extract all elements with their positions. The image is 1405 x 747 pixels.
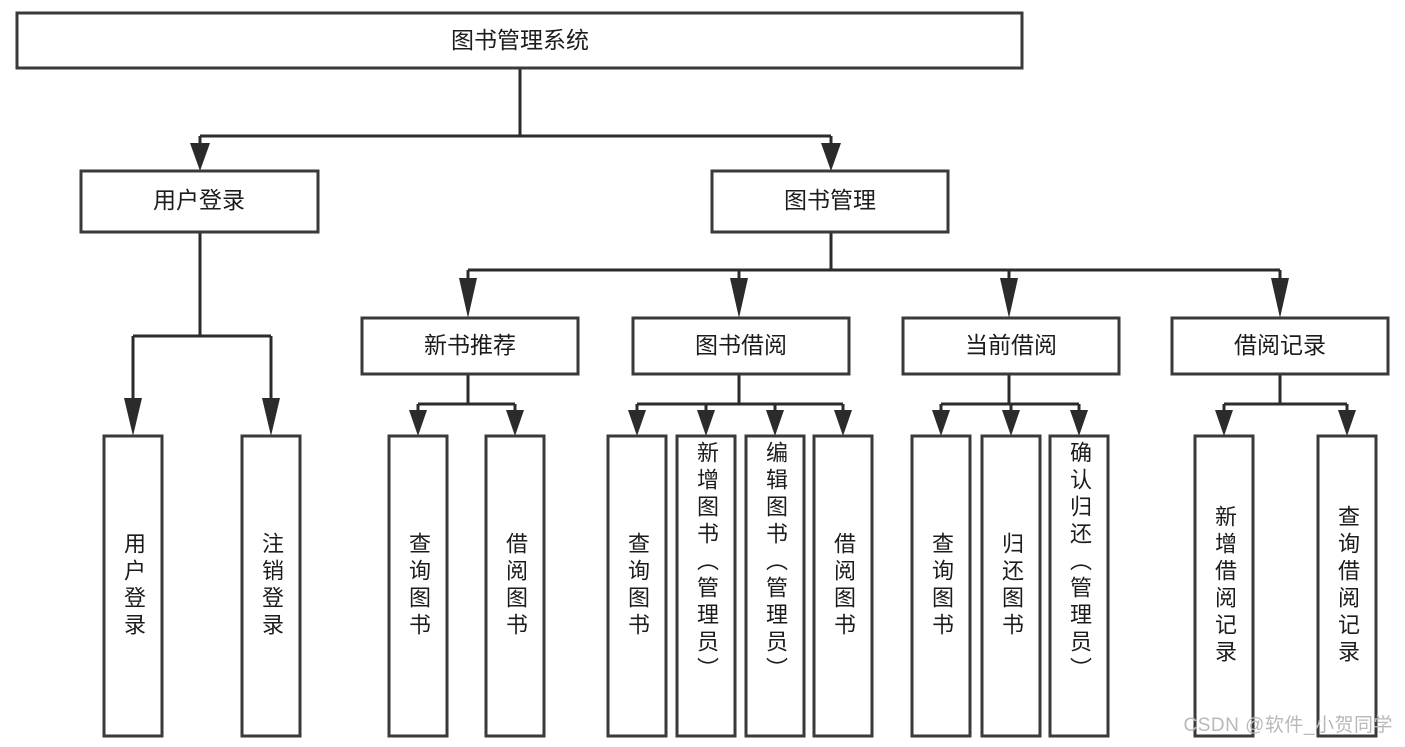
node-leaf-query-record-box[interactable] (1316, 434, 1378, 738)
node-leaf-add-record-box[interactable] (1193, 434, 1255, 738)
arrowhead-leaf-add-book (697, 410, 715, 436)
arrowhead-leaf-confirm-return (1070, 410, 1088, 436)
arrowhead-user-login (190, 143, 210, 171)
node-book-manage-box[interactable] (710, 169, 950, 234)
node-leaf-borrow-book-1-label: 借阅图书 (503, 532, 528, 640)
node-leaf-borrow-book-1-box[interactable] (484, 434, 546, 738)
arrowhead-leaf-add-record (1215, 410, 1233, 436)
node-leaf-confirm-return-box[interactable] (1048, 434, 1110, 738)
node-new-book-recommend[interactable]: 新书推荐 (360, 316, 580, 376)
node-root-box[interactable] (15, 11, 1024, 70)
node-leaf-add-record-label: 新增借阅记录 (1212, 505, 1237, 667)
node-user-login-label: 用户登录 (153, 187, 245, 213)
node-leaf-user-login-label: 用户登录 (121, 532, 146, 640)
node-leaf-query-record-label: 查询借阅记录 (1335, 505, 1360, 667)
arrowhead-book-borrow (730, 278, 748, 318)
node-borrow-record[interactable]: 借阅记录 (1170, 316, 1390, 376)
node-user-login-box[interactable] (79, 169, 320, 234)
arrowhead-leaf-logout (262, 398, 280, 436)
arrowhead-leaf-query-book-2 (628, 410, 646, 436)
node-leaf-logout-label: 注销登录 (259, 532, 284, 640)
node-leaf-borrow-book-2-label: 借阅图书 (831, 532, 856, 640)
arrowhead-book-manage (821, 143, 841, 171)
node-new-book-recommend-box[interactable] (360, 316, 580, 376)
node-book-manage[interactable]: 图书管理 (710, 169, 950, 234)
node-leaf-query-book-1-box[interactable] (387, 434, 449, 738)
node-book-borrow-label: 图书借阅 (695, 332, 787, 358)
node-leaf-query-book-2-label: 查询图书 (625, 532, 650, 640)
node-leaf-add-book-box[interactable] (675, 434, 737, 738)
node-leaf-query-book-1-label: 查询图书 (406, 532, 431, 640)
node-leaf-user-login-box[interactable] (102, 434, 164, 738)
node-leaf-confirm-return-label: 确认归还（管理员） (1067, 441, 1092, 684)
node-new-book-recommend-label: 新书推荐 (424, 332, 516, 358)
arrowhead-leaf-borrow-book-1 (506, 410, 524, 436)
node-leaf-edit-book-label: 编辑图书（管理员） (763, 441, 788, 684)
arrowhead-leaf-edit-book (766, 410, 784, 436)
node-leaf-query-book-2-box[interactable] (606, 434, 668, 738)
arrowhead-leaf-borrow-book-2 (834, 410, 852, 436)
node-book-borrow-box[interactable] (631, 316, 851, 376)
arrowhead-leaf-query-book-1 (409, 410, 427, 436)
node-leaf-query-book-3-label: 查询图书 (929, 532, 954, 640)
node-leaf-logout-box[interactable] (240, 434, 302, 738)
node-root[interactable]: 图书管理系统 (15, 11, 1024, 70)
arrowhead-borrow-record (1271, 278, 1289, 318)
node-user-login[interactable]: 用户登录 (79, 169, 320, 234)
watermark: CSDN @软件_小贺同学 (1183, 715, 1393, 736)
node-leaf-add-book-label: 新增图书（管理员） (694, 441, 719, 684)
node-leaf-borrow-book-2-box[interactable] (812, 434, 874, 738)
node-book-borrow[interactable]: 图书借阅 (631, 316, 851, 376)
node-leaf-edit-book-box[interactable] (744, 434, 806, 738)
leaf-box-layer (102, 434, 1378, 738)
node-leaf-return-book-label: 归还图书 (999, 532, 1024, 640)
node-root-label: 图书管理系统 (451, 27, 589, 53)
arrowhead-leaf-query-book-3 (932, 410, 950, 436)
node-leaf-return-book-box[interactable] (980, 434, 1042, 738)
arrowhead-leaf-query-record (1338, 410, 1356, 436)
node-borrow-record-label: 借阅记录 (1234, 332, 1326, 358)
connector-layer (124, 68, 1356, 436)
node-borrow-record-box[interactable] (1170, 316, 1390, 376)
leaf-label-layer: 用户登录 注销登录 查询图书 借阅图书 查询图书 (121, 441, 1360, 684)
node-book-manage-label: 图书管理 (784, 187, 876, 213)
node-current-borrow-box[interactable] (901, 316, 1121, 376)
arrowhead-leaf-return-book (1002, 410, 1020, 436)
arrowhead-leaf-user-login (124, 398, 142, 436)
arrowhead-current-borrow (1000, 278, 1018, 318)
arrowhead-new-book-recommend (459, 278, 477, 318)
node-current-borrow-label: 当前借阅 (965, 332, 1057, 358)
node-leaf-query-book-3-box[interactable] (910, 434, 972, 738)
node-current-borrow[interactable]: 当前借阅 (901, 316, 1121, 376)
